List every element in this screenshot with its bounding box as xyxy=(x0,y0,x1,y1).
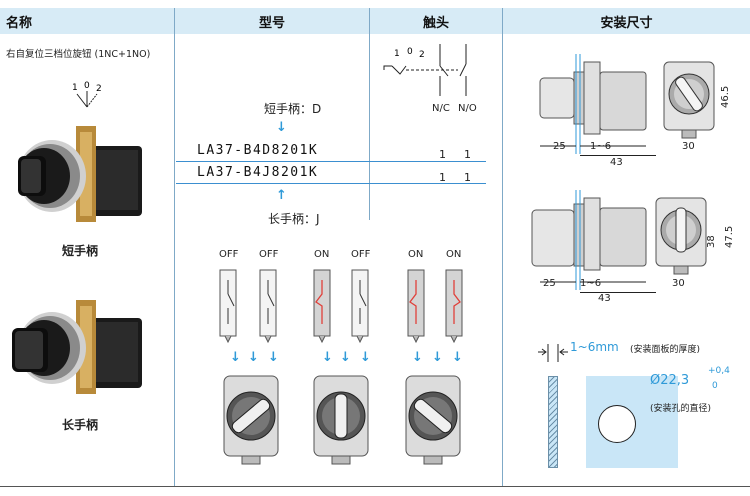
dim-top-43-line xyxy=(580,155,656,156)
dim-bottom-43-line xyxy=(580,292,656,293)
model-2-nc: 1 xyxy=(439,171,446,184)
hole-tolerance-lower: 0 xyxy=(712,381,718,391)
column-divider xyxy=(174,8,175,486)
header-contacts: 触头 xyxy=(370,8,502,34)
state-label-5: ON xyxy=(408,249,424,260)
short-handle-label: 短手柄 xyxy=(62,244,99,258)
column-divider xyxy=(369,8,370,220)
arrow-down-icon: ↓ xyxy=(230,350,241,365)
header-name: 名称 xyxy=(0,8,174,34)
state-label-1: OFF xyxy=(219,249,239,260)
dim-top-25: 25 xyxy=(553,141,566,152)
diagram-label-0: 0 xyxy=(84,81,90,91)
contact-label-1: 1 xyxy=(394,49,400,59)
model-1-nc: 1 xyxy=(439,148,446,161)
contact-label-2: 2 xyxy=(419,50,425,60)
header-contacts-label: 触头 xyxy=(422,15,449,31)
position-diagram: 1 0 2 xyxy=(72,81,102,108)
dim-top-1-6: 1~6 xyxy=(590,141,612,152)
state-label-2: OFF xyxy=(259,249,279,260)
dim-bottom-43: 43 xyxy=(598,293,611,304)
dim-bottom-30: 30 xyxy=(672,278,685,289)
dim-top-30: 30 xyxy=(682,141,695,152)
model-1-no: 1 xyxy=(464,148,471,161)
header-model-label: 型号 xyxy=(258,15,285,31)
rotary-head-center xyxy=(313,375,369,465)
model-row-divider xyxy=(176,161,486,162)
nc-label: N/C xyxy=(432,103,450,114)
column-divider xyxy=(502,8,503,486)
contact-state-diagrams xyxy=(219,269,463,344)
short-handle-caption: 短手柄：D xyxy=(264,102,322,116)
rotary-head-right xyxy=(405,375,461,465)
arrow-down-icon: ↓ xyxy=(432,350,443,365)
long-handle-caption: 长手柄：J xyxy=(268,212,320,226)
dim-bottom-38: 38 xyxy=(706,235,717,248)
model-2-no: 1 xyxy=(464,171,471,184)
model-row-divider xyxy=(176,183,486,184)
hole-diameter-label: Ø22,3 xyxy=(650,373,690,388)
model-code-1: LA37-B4D8201K xyxy=(197,143,319,158)
arrow-down-icon: ↓ xyxy=(276,120,287,135)
header-dimensions: 安装尺寸 xyxy=(503,8,750,34)
header-model: 型号 xyxy=(175,8,369,34)
panel-thickness-arrows xyxy=(538,344,568,362)
state-label-3: ON xyxy=(314,249,330,260)
arrow-down-icon: ↓ xyxy=(360,350,371,365)
long-handle-front-view xyxy=(655,197,707,275)
short-handle-front-view xyxy=(663,61,715,139)
contact-label-0: 0 xyxy=(407,47,413,57)
dim-bottom-475: 47.5 xyxy=(724,225,735,248)
model-code-2: LA37-B4J8201K xyxy=(197,165,319,180)
arrow-down-icon: ↓ xyxy=(452,350,463,365)
header-dimensions-label: 安装尺寸 xyxy=(600,15,653,31)
arrow-down-icon: ↓ xyxy=(412,350,423,365)
arrow-down-icon: ↓ xyxy=(340,350,351,365)
hole-note: (安装孔的直径) xyxy=(650,404,712,414)
arrow-down-icon: ↓ xyxy=(268,350,279,365)
header-name-label: 名称 xyxy=(6,15,33,31)
state-label-4: OFF xyxy=(351,249,371,260)
panel-section xyxy=(548,376,558,468)
contact-block-on-2 xyxy=(407,269,425,344)
long-handle-side-view xyxy=(531,190,647,290)
dim-top-465: 46.5 xyxy=(720,85,731,108)
short-handle-side-view xyxy=(539,54,647,154)
contact-block-off-1 xyxy=(219,269,237,344)
long-handle-switch-image xyxy=(12,300,142,394)
dim-bottom-25: 25 xyxy=(543,278,556,289)
bottom-border xyxy=(0,486,750,487)
contact-block-off-3 xyxy=(351,269,369,344)
short-handle-switch-image xyxy=(18,126,142,222)
panel-thickness-label: 1~6mm xyxy=(570,340,619,354)
state-label-6: ON xyxy=(446,249,462,260)
contact-schematic: 1 0 2 xyxy=(383,44,467,96)
mounting-hole xyxy=(598,405,636,443)
arrow-down-icon: ↓ xyxy=(248,350,259,365)
dim-bottom-1-6: 1~6 xyxy=(580,278,602,289)
dim-top-43: 43 xyxy=(610,157,623,168)
contact-block-off-2 xyxy=(259,269,277,344)
arrow-up-icon: ↑ xyxy=(276,188,287,203)
hole-tolerance-upper: +0,4 xyxy=(708,366,730,376)
rotary-head-left xyxy=(223,375,279,465)
long-handle-label: 长手柄 xyxy=(62,418,99,432)
contact-block-on-1 xyxy=(313,269,331,344)
diagram-label-1: 1 xyxy=(72,83,78,93)
no-label: N/O xyxy=(458,103,477,114)
diagram-label-2: 2 xyxy=(96,84,102,94)
arrow-down-icon: ↓ xyxy=(322,350,333,365)
contact-block-on-3 xyxy=(445,269,463,344)
product-description: 右自复位三档位旋钮 (1NC+1NO) xyxy=(6,49,151,60)
panel-thickness-note: (安装面板的厚度) xyxy=(630,345,701,355)
